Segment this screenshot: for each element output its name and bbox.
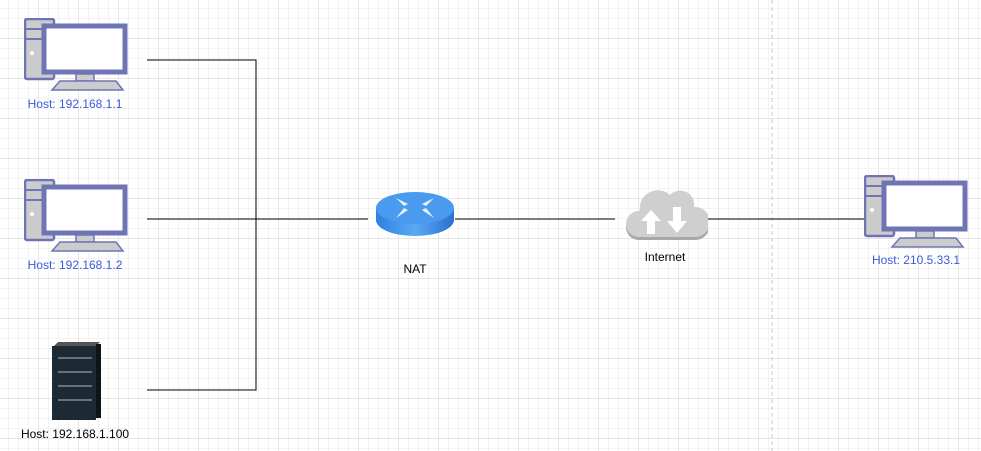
host1-label: Host: 192.168.1.1 <box>27 97 123 111</box>
download-arrow-icon <box>667 207 687 233</box>
internet-cloud-icon[interactable] <box>624 188 708 244</box>
internet-label: Internet <box>644 250 686 264</box>
remote-host-label: Host: 210.5.33.1 <box>871 253 961 267</box>
host1-computer-icon[interactable] <box>24 18 128 92</box>
host2-computer-icon[interactable] <box>24 179 128 253</box>
server-rack-icon[interactable] <box>50 340 102 422</box>
lan-bus-line <box>147 59 257 391</box>
upload-arrow-icon <box>641 210 661 234</box>
nat-label: NAT <box>403 262 427 276</box>
nat-router-icon[interactable] <box>374 188 458 242</box>
remote-host-computer-icon[interactable] <box>864 175 968 249</box>
server-label: Host: 192.168.1.100 <box>20 427 130 441</box>
host2-label: Host: 192.168.1.2 <box>27 258 123 272</box>
